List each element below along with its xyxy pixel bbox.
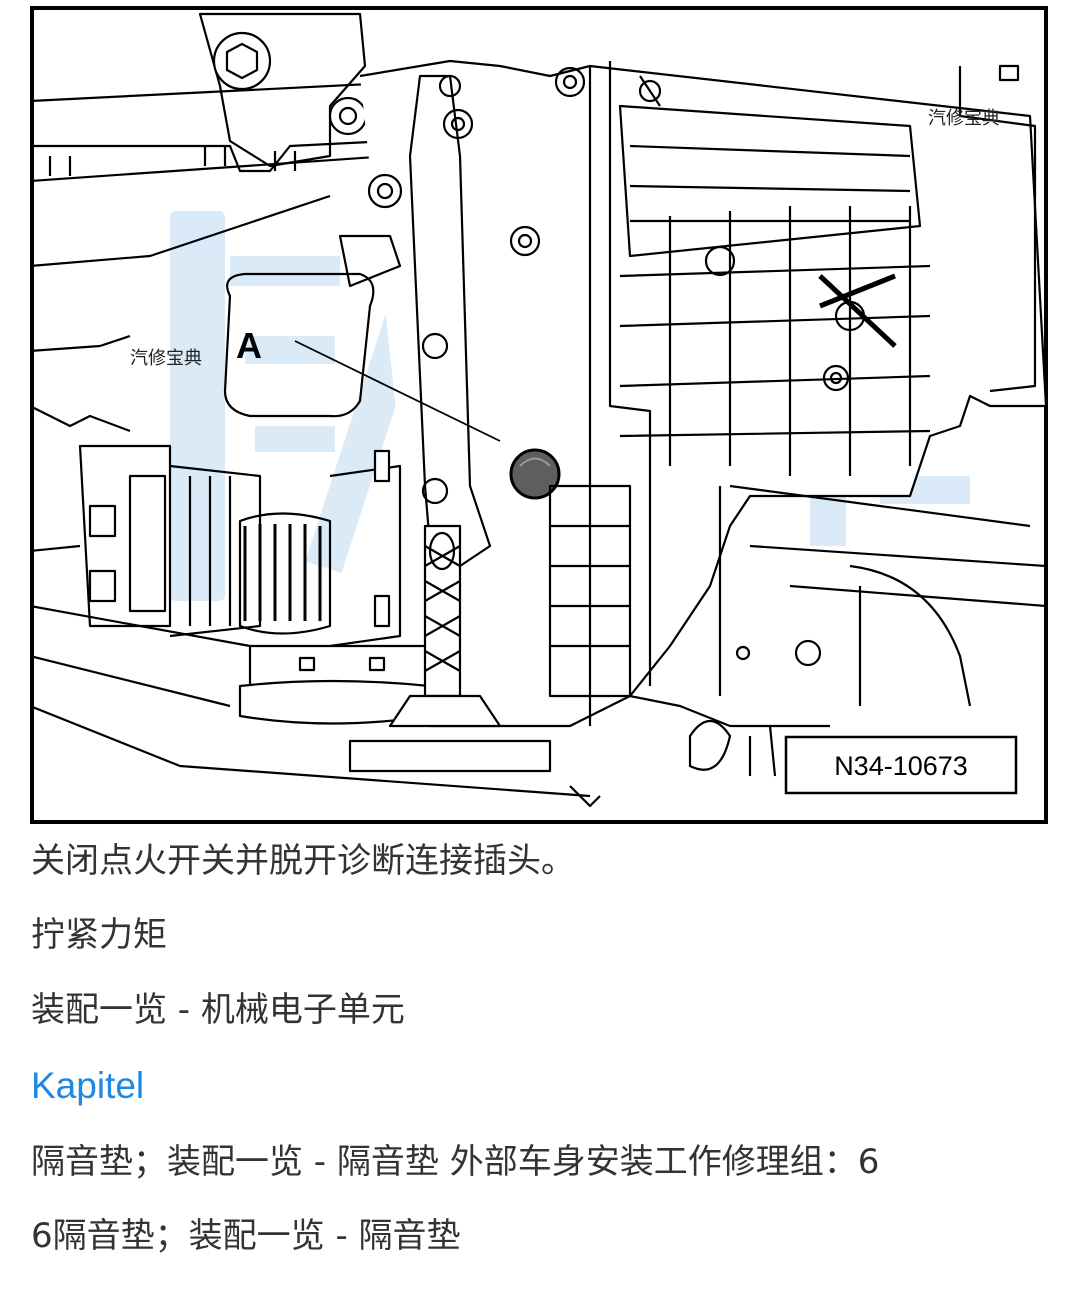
insulation-line-2: 6隔音垫；装配一览 - 隔音垫 [31, 1216, 461, 1256]
watermark-small-top: 汽修宝典 [928, 108, 1000, 129]
technical-illustration: A 汽修宝典 汽修宝典 N34-10673 [30, 6, 1048, 824]
insulation-line-1: 隔音垫；装配一览 - 隔音垫 外部车身安装工作修理组：6 [31, 1142, 880, 1182]
chapter-link[interactable]: Kapitel [31, 1065, 145, 1106]
callout-label-a: A [236, 325, 262, 366]
diagnostic-plug [509, 448, 561, 500]
step-instruction: 关闭点火开关并脱开诊断连接插头。 [31, 841, 575, 881]
part-number-box [784, 735, 1018, 795]
part-number: N34-10673 [834, 751, 968, 781]
watermark-small-left: 汽修宝典 [130, 348, 202, 369]
torque-heading: 拧紧力矩 [31, 915, 167, 955]
assembly-overview-text: 装配一览 - 机械电子单元 [31, 990, 405, 1030]
